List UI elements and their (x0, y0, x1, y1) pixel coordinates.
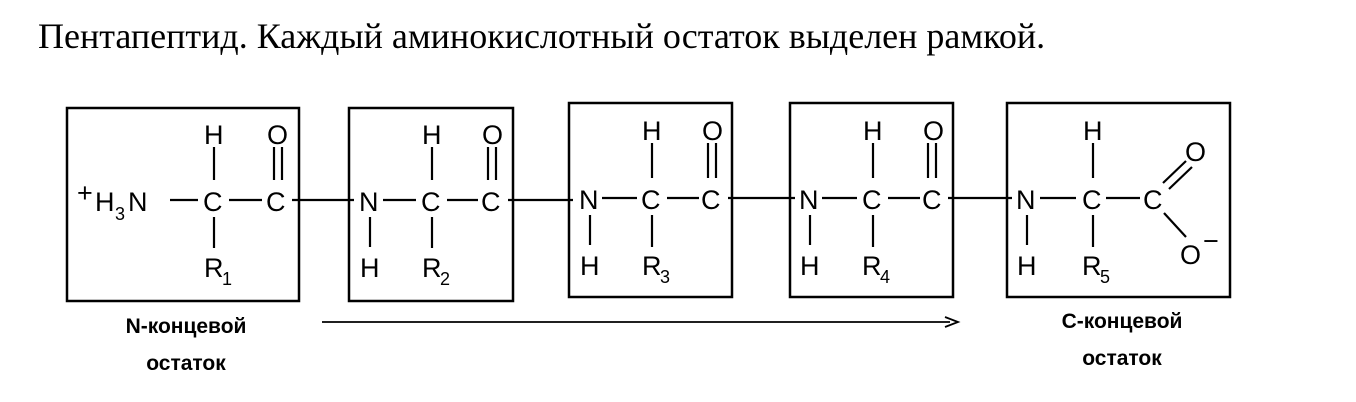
atom-c-carbonyl-1: C (266, 187, 286, 217)
c-terminal-caption-line2: остаток (1082, 347, 1162, 370)
atom-plus: + (77, 178, 93, 208)
atom-r-4: R (862, 251, 882, 281)
atom-r-3: R (642, 251, 662, 281)
atom-n-3: N (579, 185, 599, 215)
direction-arrow (322, 316, 961, 328)
atom-c-alpha-4: C (862, 185, 882, 215)
atom-h3-h: H (95, 187, 115, 217)
residue-box-2 (347, 106, 515, 303)
atom-n-2: N (359, 187, 379, 217)
atom-h-alpha-3: H (642, 116, 662, 146)
residue-box-1 (65, 106, 301, 303)
atom-h-alpha-2: H (422, 120, 442, 150)
atom-c-alpha-1: C (203, 187, 223, 217)
atom-c-carboxyl-5: C (1143, 185, 1163, 215)
atom-h-n-5: H (1017, 251, 1037, 281)
atom-minus-sign: − (1203, 226, 1219, 256)
atom-c-alpha-3: C (641, 185, 661, 215)
atom-r-1-index: 1 (222, 269, 232, 289)
atom-n-4: N (799, 185, 819, 215)
bonds (170, 143, 1193, 248)
atom-o-double-5: O (1185, 137, 1206, 167)
atom-h3-sub: 3 (115, 204, 125, 224)
atom-c-carbonyl-2: C (481, 187, 501, 217)
c-terminal-caption-line1: C-концевой (1062, 310, 1183, 333)
atom-n-5: N (1016, 185, 1036, 215)
atom-h-alpha-5: H (1083, 116, 1103, 146)
n-terminal-caption-line1: N-концевой (126, 315, 247, 338)
atom-o-2: O (482, 120, 503, 150)
atom-r-5-index: 5 (1100, 267, 1110, 287)
atom-h-alpha-4: H (863, 116, 883, 146)
atom-c-carbonyl-3: C (701, 185, 721, 215)
atom-r-2-index: 2 (440, 269, 450, 289)
atom-n-1: N (128, 187, 148, 217)
atom-o-4: O (923, 116, 944, 146)
atom-c-alpha-5: C (1082, 185, 1102, 215)
n-terminal-caption-line2: остаток (146, 352, 226, 375)
atom-r-3-index: 3 (660, 267, 670, 287)
atom-o-1: O (267, 120, 288, 150)
atom-r-1: R (204, 253, 224, 283)
residue-box-4 (788, 101, 955, 299)
atom-c-carbonyl-4: C (922, 185, 942, 215)
residue-box-5 (1005, 101, 1232, 299)
atom-r-5: R (1082, 251, 1102, 281)
atom-c-alpha-2: C (421, 187, 441, 217)
atom-o-minus-5: O (1180, 240, 1201, 270)
atom-h-n-4: H (800, 251, 820, 281)
atom-r-4-index: 4 (880, 267, 890, 287)
atom-h-n-2: H (360, 253, 380, 283)
atom-h-alpha-1: H (204, 120, 224, 150)
atom-o-3: O (702, 116, 723, 146)
atom-r-2: R (422, 253, 442, 283)
page-title: Пентапептид. Каждый аминокислотный остат… (38, 16, 1046, 56)
atom-h-n-3: H (580, 251, 600, 281)
